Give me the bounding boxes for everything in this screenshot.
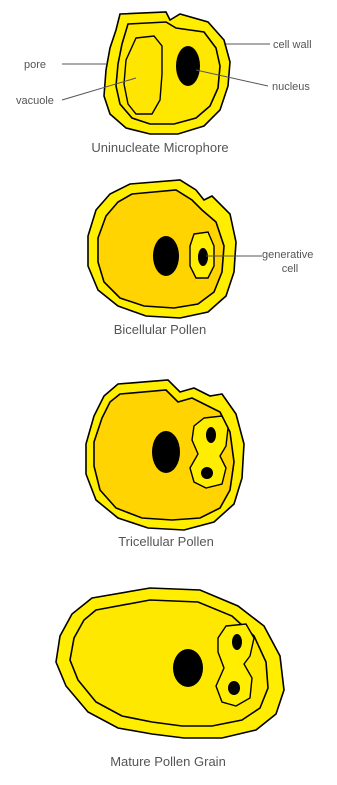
stage-caption: Mature Pollen Grain: [110, 754, 226, 769]
nucleus-label: nucleus: [272, 81, 310, 93]
sperm-nucleus-1: [206, 427, 216, 443]
sperm-nucleus-1: [232, 634, 242, 650]
nucleus: [173, 649, 203, 687]
nucleus: [153, 236, 179, 276]
stage-uninucleate-microspore: cell wall pore nucleus vacuole Uninuclea…: [16, 12, 312, 155]
generative-cell-label-line1: generative: [262, 249, 313, 261]
stage-caption: Uninucleate Microphore: [91, 140, 228, 155]
cell-wall-label: cell wall: [273, 39, 312, 51]
pore-label: pore: [24, 59, 46, 71]
stage-bicellular-pollen: generative cell Bicellular Pollen: [88, 180, 313, 337]
stage-tricellular-pollen: Tricellular Pollen: [86, 380, 244, 549]
stage-mature-pollen-grain: Mature Pollen Grain: [56, 588, 284, 769]
nucleus: [176, 46, 200, 86]
vacuole-label: vacuole: [16, 95, 54, 107]
stage-caption: Tricellular Pollen: [118, 534, 214, 549]
sperm-nucleus-2: [201, 467, 213, 479]
generative-nucleus: [198, 248, 208, 266]
nucleus: [152, 431, 180, 473]
sperm-nucleus-2: [228, 681, 240, 695]
stage-caption: Bicellular Pollen: [114, 322, 207, 337]
generative-cell-label-line2: cell: [282, 263, 299, 275]
